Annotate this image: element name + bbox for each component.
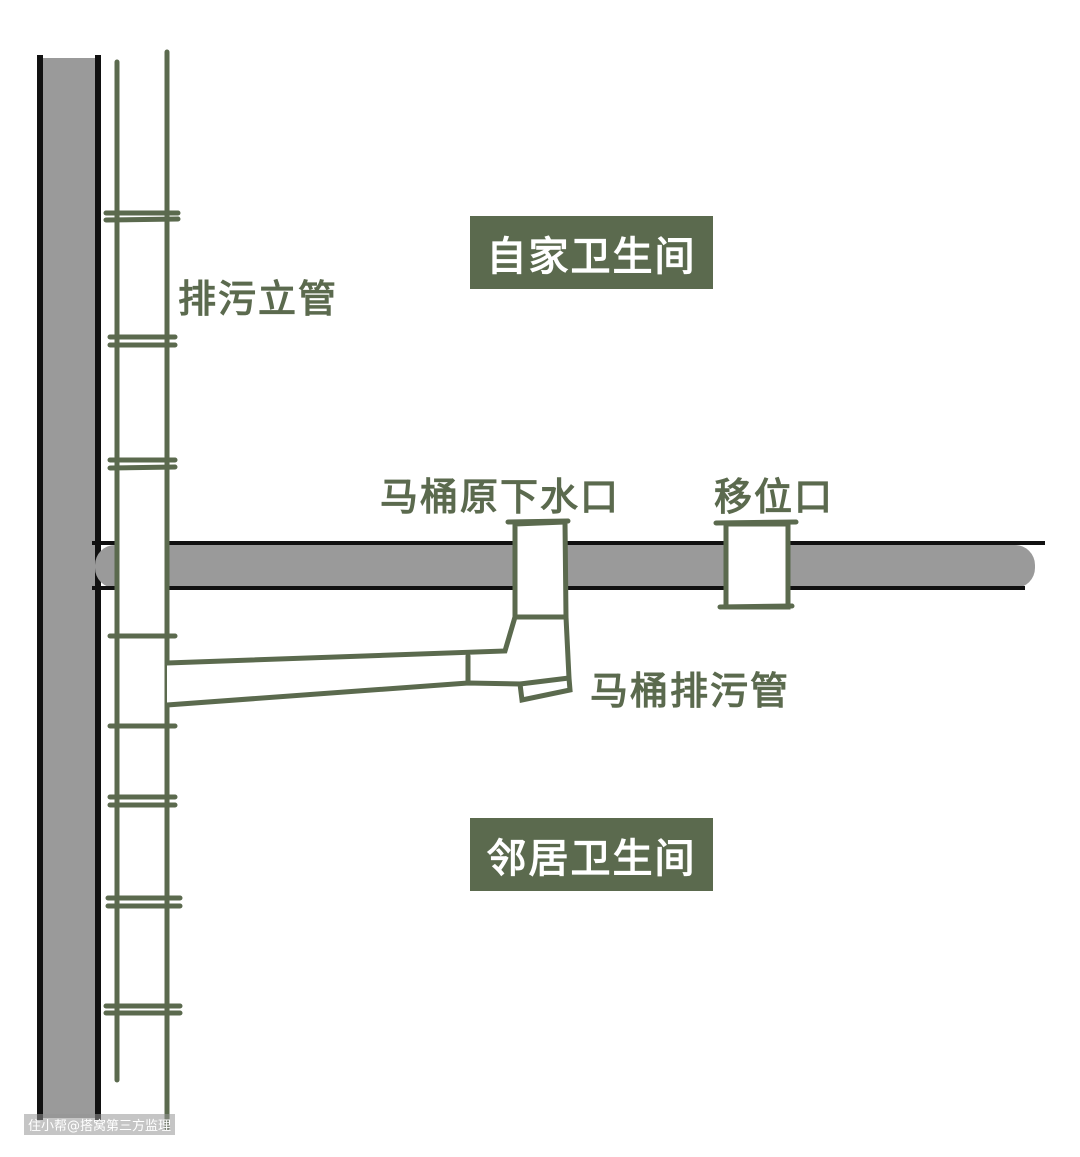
riser-label: 排污立管 xyxy=(178,277,339,321)
wall xyxy=(40,58,98,1118)
relocated-outlet-label: 移位口 xyxy=(714,475,835,519)
original-outlet-label: 马桶原下水口 xyxy=(380,475,621,519)
riser-pipe xyxy=(117,60,167,1130)
own-bathroom-label: 自家卫生间 xyxy=(470,216,713,289)
neighbor-bathroom-label: 邻居卫生间 xyxy=(470,818,713,891)
watermark: 住小帮@搭窝第三方监理 xyxy=(24,1114,176,1135)
toilet-drain-label: 马桶排污管 xyxy=(590,669,791,713)
